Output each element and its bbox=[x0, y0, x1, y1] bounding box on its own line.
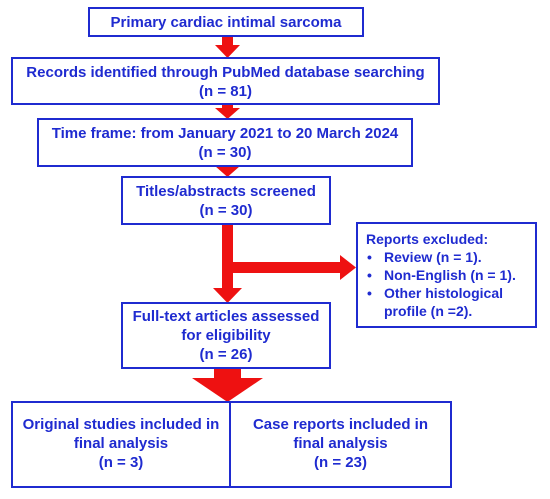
excluded-item-text: Other histological bbox=[384, 285, 504, 301]
arrow-screened-to-fulltext bbox=[213, 225, 242, 303]
identification-box: Records identified through PubMed databa… bbox=[11, 57, 440, 105]
time-frame-box: Time frame: from January 2021 to 20 Marc… bbox=[37, 118, 413, 167]
included-case-count: (n = 23) bbox=[314, 454, 367, 471]
identification-count: (n = 81) bbox=[199, 83, 252, 100]
excluded-list: • Review (n = 1). • Non-English (n = 1).… bbox=[366, 248, 529, 320]
bullet-icon: • bbox=[367, 285, 372, 301]
eligibility-box: Full-text articles assessed for eligibil… bbox=[121, 302, 331, 369]
arrow-topic-to-identified bbox=[215, 37, 240, 58]
excluded-item-text-continued: profile (n =2). bbox=[384, 303, 473, 319]
bullet-icon: • bbox=[367, 249, 372, 265]
eligibility-label-continued: for eligibility bbox=[181, 327, 271, 344]
included-original-count: (n = 3) bbox=[98, 454, 144, 471]
bullet-icon: • bbox=[367, 267, 372, 283]
excluded-item: • Non-English (n = 1). bbox=[366, 266, 529, 284]
excluded-item: • Other histological profile (n =2). bbox=[366, 284, 529, 320]
excluded-box: Reports excluded: • Review (n = 1). • No… bbox=[356, 222, 537, 328]
screening-box: Titles/abstracts screened (n = 30) bbox=[121, 176, 331, 225]
excluded-heading: Reports excluded: bbox=[366, 231, 489, 247]
eligibility-count: (n = 26) bbox=[199, 346, 253, 363]
included-original-box: Original studies included in final analy… bbox=[11, 401, 231, 488]
included-original-label: Original studies included in bbox=[22, 416, 220, 433]
identification-label: Records identified through PubMed databa… bbox=[26, 64, 425, 81]
excluded-item-text: Non-English (n = 1). bbox=[384, 267, 516, 283]
arrow-fulltext-to-included bbox=[192, 369, 263, 402]
topic-title: Primary cardiac intimal sarcoma bbox=[110, 14, 342, 31]
included-case-label: Case reports included in bbox=[252, 416, 429, 433]
arrow-identified-to-timeframe bbox=[215, 105, 240, 119]
included-case-label-continued: final analysis bbox=[293, 435, 388, 452]
arrow-timeframe-to-screened bbox=[215, 166, 240, 177]
screening-count: (n = 30) bbox=[199, 202, 253, 219]
screening-label: Titles/abstracts screened bbox=[136, 183, 316, 200]
eligibility-label: Full-text articles assessed bbox=[132, 308, 320, 325]
topic-box: Primary cardiac intimal sarcoma bbox=[88, 7, 364, 37]
included-case-box: Case reports included in final analysis … bbox=[229, 401, 452, 488]
arrow-branch-to-excluded bbox=[232, 255, 356, 280]
time-frame-count: (n = 30) bbox=[198, 144, 252, 161]
time-frame-label: Time frame: from January 2021 to 20 Marc… bbox=[51, 125, 399, 142]
excluded-item: • Review (n = 1). bbox=[366, 248, 529, 266]
excluded-item-text: Review (n = 1). bbox=[384, 249, 482, 265]
included-original-label-continued: final analysis bbox=[73, 435, 169, 452]
